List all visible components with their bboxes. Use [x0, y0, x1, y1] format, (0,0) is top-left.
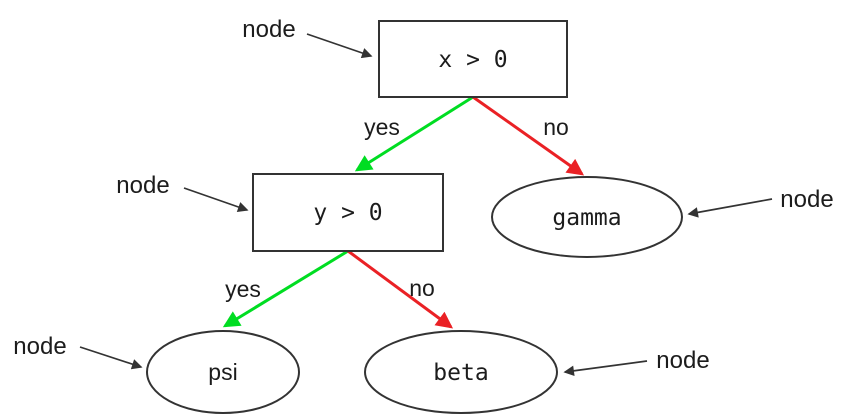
edge-root-yes — [354, 95, 474, 172]
root-decision-box — [378, 20, 568, 98]
leaf-label-psi: psi — [208, 359, 237, 385]
annotation-arrow-psi — [79, 346, 143, 370]
annotation-arrow-child — [183, 187, 249, 213]
leaf-label-beta: beta — [433, 360, 488, 386]
annotation-arrow-beta — [563, 360, 648, 377]
edge-label-no-child: no — [409, 275, 435, 301]
leaf-ellipse-psi — [146, 330, 300, 414]
annotation-arrow-root — [306, 33, 373, 59]
root-decision-label: x > 0 — [438, 47, 507, 73]
edge-label-yes-root: yes — [364, 114, 400, 140]
edge-child-yes — [222, 249, 349, 328]
edge-child-no — [347, 249, 454, 329]
edge-label-yes-child: yes — [225, 276, 261, 302]
annotation-arrow-gamma — [687, 198, 773, 218]
annotation-label-child: node — [116, 172, 169, 199]
annotation-label-root: node — [242, 16, 295, 43]
edge-label-no-root: no — [543, 114, 569, 140]
edge-root-no — [472, 95, 585, 176]
leaf-ellipse-beta — [364, 330, 558, 414]
annotation-label-psi: node — [13, 333, 66, 360]
leaf-ellipse-gamma — [491, 176, 683, 258]
leaf-label-gamma: gamma — [552, 205, 621, 231]
annotation-label-beta: node — [656, 347, 709, 374]
child-decision-box — [252, 173, 444, 252]
annotation-label-gamma: node — [780, 186, 833, 213]
child-decision-label: y > 0 — [313, 200, 382, 226]
